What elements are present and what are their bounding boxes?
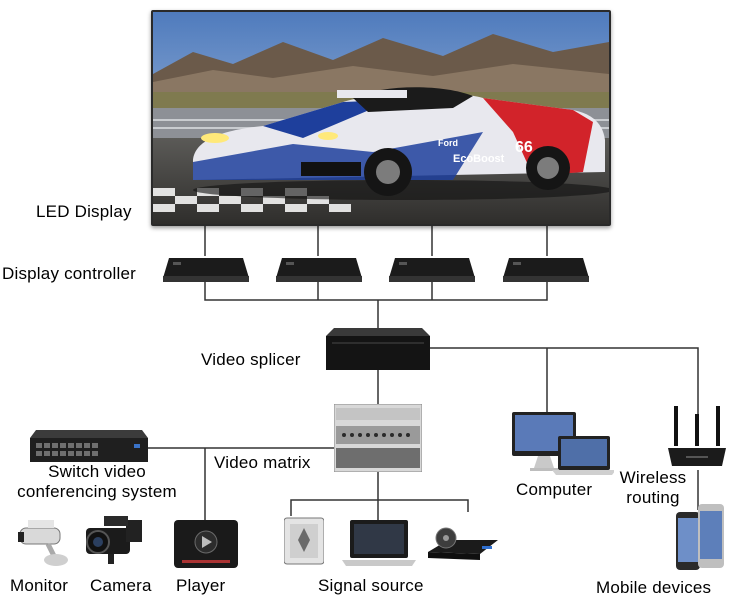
video-splicer-icon	[326, 328, 430, 370]
race-car-image	[193, 87, 609, 200]
computer-label: Computer	[516, 480, 593, 499]
led-display-screen: Ford EcoBoost 66	[151, 10, 611, 226]
led-display-label: LED Display	[36, 202, 132, 221]
signal-source-label: Signal source	[318, 576, 424, 595]
mobile-devices-label: Mobile devices	[596, 578, 712, 597]
camera-label: Camera	[90, 576, 152, 595]
media-box-icon	[428, 527, 498, 560]
display-controller-icon	[276, 258, 362, 282]
car-brand-badge: Ford	[438, 138, 458, 148]
network-switch-icon	[30, 430, 148, 462]
video-matrix-icon	[334, 404, 422, 472]
mobile-phones-icon	[676, 504, 724, 570]
car-ecoboost-text: EcoBoost	[453, 153, 505, 165]
server-box-icon	[284, 517, 324, 565]
display-controller-icon	[503, 258, 589, 282]
video-matrix-label: Video matrix	[214, 453, 311, 472]
switch-video-conferencing-label: Switch video conferencing system	[17, 462, 177, 501]
laptop-icon	[342, 520, 416, 566]
car-race-number: 66	[515, 139, 533, 156]
player-label: Player	[176, 576, 226, 595]
wireless-routing-label: Wireless routing	[619, 468, 687, 507]
wireless-router-icon	[668, 406, 726, 466]
display-controller-label: Display controller	[2, 264, 136, 283]
media-player-icon	[174, 520, 238, 568]
cctv-camera-icon	[18, 520, 68, 566]
video-camera-icon	[86, 516, 142, 564]
monitor-label: Monitor	[10, 576, 69, 595]
video-splicer-label: Video splicer	[201, 350, 301, 369]
display-controller-icon	[389, 258, 475, 282]
display-controller-icon	[163, 258, 249, 282]
computer-icon	[512, 412, 614, 475]
